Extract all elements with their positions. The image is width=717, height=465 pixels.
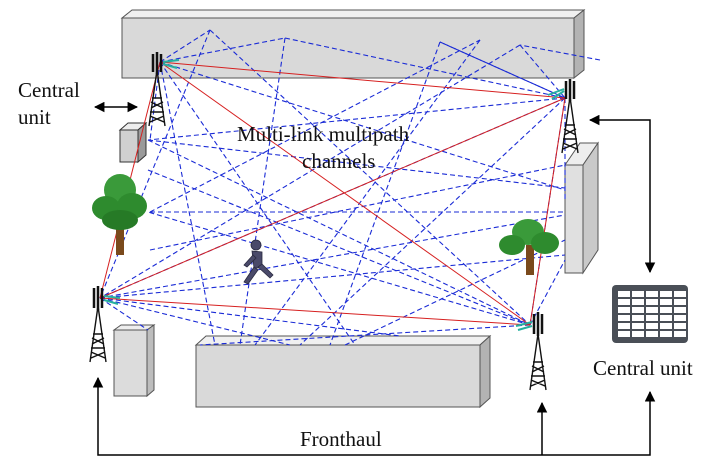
pedestrian-icon [243, 239, 274, 285]
server-rack-icon [612, 285, 688, 343]
central-unit-right-label: Central unit [593, 356, 693, 380]
tree-icon [499, 219, 559, 275]
tree-icon [92, 174, 147, 255]
fronthaul-label: Fronthaul [300, 427, 382, 451]
central-unit-left-label-line2: unit [18, 105, 51, 129]
building-right [564, 141, 599, 275]
channels-label-line2: channels [302, 149, 375, 173]
building-top [120, 8, 586, 80]
channels-label-line1: Multi-link multipath [237, 122, 410, 146]
direct-links [99, 61, 566, 326]
antenna-tower-icon [89, 286, 121, 363]
arrow-icon [92, 101, 656, 456]
central-unit-box-icon [118, 121, 148, 164]
multipath-links [99, 29, 601, 346]
antenna-tower-icon [148, 52, 180, 127]
building-small-left [112, 324, 156, 398]
antenna-tower-icon [547, 79, 579, 154]
central-unit-left-label-line1: Central [18, 78, 80, 102]
building-bottom [194, 334, 492, 409]
